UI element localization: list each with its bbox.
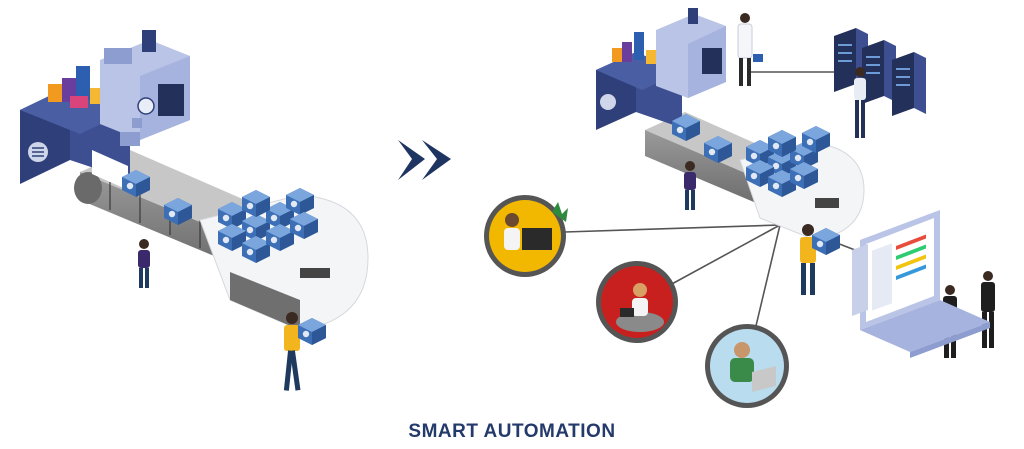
factory-machine-icon [20, 30, 190, 190]
caption-title: SMART AUTOMATION [408, 421, 616, 442]
factory-machine-icon [596, 8, 726, 130]
double-chevron-arrow-icon [398, 140, 451, 180]
remote-worker-icon [596, 261, 678, 343]
remote-worker-icon [484, 195, 568, 277]
server-rack-icon [834, 28, 926, 116]
left-factory-scene [20, 30, 369, 391]
remote-worker-icon [705, 324, 789, 408]
right-smart-factory-scene [484, 8, 995, 408]
worker-icon [138, 239, 326, 391]
laptop-dashboard-icon [852, 210, 990, 358]
